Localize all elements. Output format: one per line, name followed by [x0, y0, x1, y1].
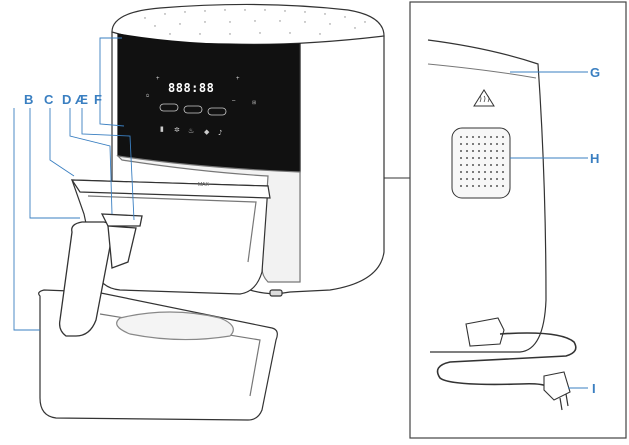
preset-meat-icon[interactable]: ✲ — [174, 126, 180, 134]
power-icon[interactable]: ⏻ — [146, 93, 150, 98]
lid-texture-dots — [144, 9, 366, 35]
callout-line-B — [29, 108, 80, 219]
function-button-middle[interactable] — [183, 105, 203, 114]
handle-release-button[interactable] — [100, 213, 143, 227]
label-H: H — [590, 151, 599, 166]
label-F: F — [94, 92, 102, 107]
window-frame — [116, 155, 301, 283]
rear-detail-box: G H I — [409, 1, 627, 439]
basket: MAX — [70, 179, 271, 295]
callout-lines-right — [510, 71, 588, 389]
control-panel-contents: 888:88 ⏻ + + – ⊞ ▮ ✲ ♨ ◆ ♪ — [146, 76, 256, 137]
callout-line-D — [69, 108, 113, 215]
cord-strain-relief — [465, 317, 505, 347]
callout-line-F-panel — [99, 96, 125, 127]
preset-chicken-icon[interactable]: ♨ — [188, 127, 194, 135]
hot-surface-warning-icon — [473, 89, 495, 107]
callout-line-F — [99, 37, 122, 96]
display-digits: 888:88 — [168, 81, 214, 95]
callout-line-E — [81, 108, 135, 221]
fryer-lid — [111, 3, 385, 45]
drawer — [38, 289, 278, 421]
label-E: Æ — [75, 92, 88, 107]
preset-fries-icon[interactable]: ▮ — [160, 125, 164, 133]
callout-lines-left — [13, 37, 135, 331]
power-cord — [436, 332, 577, 387]
callout-line-A — [13, 108, 40, 331]
rear-top-edge — [427, 63, 537, 79]
label-C: C — [44, 92, 54, 107]
function-button-left[interactable] — [159, 103, 179, 112]
vent-holes — [460, 136, 504, 187]
part-labels-right: G H I — [590, 65, 600, 396]
fryer-foot — [269, 289, 283, 297]
label-I: I — [592, 381, 596, 396]
basket-rim — [70, 179, 271, 199]
basket-max-marking: MAX — [198, 182, 210, 188]
function-button-right[interactable] — [207, 107, 227, 116]
part-labels-left: B C D Æ F — [24, 92, 102, 107]
preset-dessert-icon[interactable]: ♪ — [218, 129, 222, 137]
preset-fish-icon[interactable]: ◆ — [204, 128, 210, 136]
drawer-grill-plate — [116, 311, 234, 341]
basket-inner-edge — [87, 195, 257, 263]
callout-line-C — [49, 108, 75, 177]
settings-indicator-icon: ⊞ — [252, 100, 256, 106]
control-panel — [117, 33, 301, 173]
plug-icon — [543, 371, 571, 411]
handle-mount — [107, 225, 137, 269]
label-D: D — [62, 92, 71, 107]
handle-grip[interactable] — [58, 221, 113, 337]
minus-icon[interactable]: – — [232, 98, 236, 104]
label-B: B — [24, 92, 33, 107]
plus-icon[interactable]: + — [156, 76, 160, 82]
air-vent-icon — [451, 127, 511, 199]
label-G: G — [590, 65, 600, 80]
plus-icon-right[interactable]: + — [236, 76, 240, 82]
basket-handle[interactable] — [58, 213, 143, 337]
